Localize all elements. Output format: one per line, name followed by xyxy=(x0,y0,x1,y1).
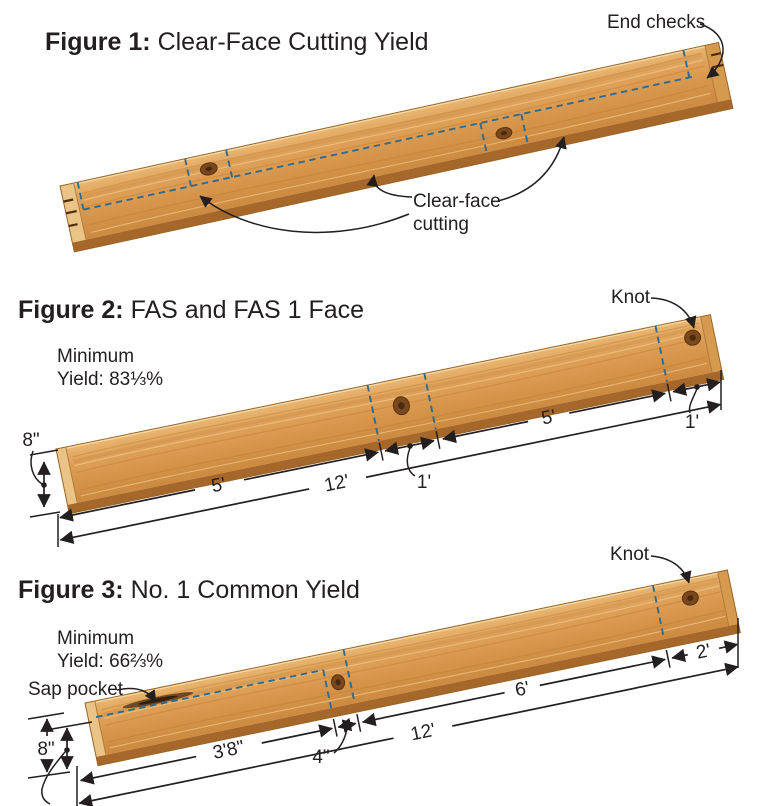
figure1-title: Figure 1:Clear-Face Cutting Yield xyxy=(45,28,429,56)
clear-face-cutting-lines xyxy=(76,49,694,211)
leader-dot xyxy=(694,384,700,390)
figure3-dim-end: 2' xyxy=(694,640,712,663)
leader-dot xyxy=(64,747,70,753)
wood-grain xyxy=(72,322,708,497)
knot xyxy=(199,162,218,176)
figure3-board: 3'8" 6' 2' 12' xyxy=(78,569,741,806)
figure2-dim-seg2: 5' xyxy=(540,406,558,429)
knot xyxy=(331,674,346,691)
board-end-face-left xyxy=(85,700,106,757)
figure1-title-prefix: Figure 1: xyxy=(45,28,151,56)
knot xyxy=(681,590,699,606)
figure2-dim-height: 8" xyxy=(22,430,39,451)
figure2-min-yield-line1: Minimum xyxy=(57,346,134,367)
figure3-dim-total: 12' xyxy=(409,720,438,746)
figure2-knot-dim-leader xyxy=(406,447,416,477)
figure2-dim-total: 12' xyxy=(322,471,350,497)
figure2-title-text: FAS and FAS 1 Face xyxy=(131,296,364,324)
figure3-dimension-row-upper: 3'8" 6' 2' xyxy=(79,640,739,785)
figure3-title-prefix: Figure 3: xyxy=(18,576,124,604)
board-end-face-right xyxy=(717,569,739,626)
figure3-knot-label: Knot xyxy=(610,544,650,565)
figure2-dim-knot: 1' xyxy=(417,472,431,493)
board-edge xyxy=(72,99,733,252)
figure3-dim-seg2: 6' xyxy=(513,678,531,701)
knot xyxy=(495,127,513,140)
knot xyxy=(392,396,410,416)
figure3-dim-height: 8" xyxy=(37,739,54,760)
figure2-dimension-row-upper: 5' 5' xyxy=(59,378,721,522)
figure2-knot-leader-arrow xyxy=(650,297,697,329)
end-checks-leader-arrow xyxy=(699,23,724,79)
figure2-title-prefix: Figure 2: xyxy=(18,296,124,324)
figure2-dim-end: 1' xyxy=(685,412,699,433)
wood-grain xyxy=(81,52,711,234)
clear-face-leader-right-arrow xyxy=(497,136,567,202)
knot xyxy=(684,329,702,346)
clear-face-leader-left-arrow xyxy=(199,195,410,234)
figure3-height-dimension: 8" xyxy=(27,712,93,805)
figure3-dim-knot: 4" xyxy=(312,747,329,768)
clear-face-leader-mid-arrow xyxy=(366,174,413,198)
figure1-board xyxy=(59,41,734,253)
leader-dot xyxy=(344,722,350,728)
figure3-title: Figure 3:No. 1 Common Yield xyxy=(18,576,360,604)
figure3-sap-pocket-leader-arrow xyxy=(116,687,157,703)
figure3-dimension-row-total: 12' xyxy=(78,662,739,806)
figure2-board: 5' 5' 12' xyxy=(55,314,725,545)
end-checks-label: End checks xyxy=(607,12,705,33)
figure3-title-text: No. 1 Common Yield xyxy=(131,576,360,604)
wood-grain xyxy=(101,577,726,749)
clear-face-cutting-label-line1: Clear-face xyxy=(413,191,501,212)
figure3-sap-pocket-label: Sap pocket xyxy=(28,679,124,700)
figure2-min-yield-line2: Yield: 83⅓% xyxy=(57,369,163,390)
figure2-dim-seg1: 5' xyxy=(210,474,228,497)
board-end-face-right xyxy=(700,314,722,373)
board-edge xyxy=(96,623,741,766)
board-end-face-left xyxy=(56,446,78,505)
leader-dot xyxy=(41,482,47,488)
figure3-min-yield-line1: Minimum xyxy=(57,628,134,649)
figure2-knot-label: Knot xyxy=(611,287,651,308)
end-checks-left xyxy=(63,198,78,228)
figure2-title: Figure 2:FAS and FAS 1 Face xyxy=(18,296,364,324)
figure2-end-dim-leader xyxy=(688,388,698,414)
figure3-knot-dim-leader xyxy=(333,726,348,754)
figure3-min-yield-line2: Yield: 66⅔% xyxy=(57,651,163,672)
clear-face-cutting-label-line2: cutting xyxy=(413,214,469,235)
figure1-title-text: Clear-Face Cutting Yield xyxy=(158,28,429,56)
figure2-height-dimension: 8" xyxy=(22,430,61,518)
figure2-dimension-row-total: 12' xyxy=(59,400,722,545)
figure3-knot-leader-arrow xyxy=(650,555,692,584)
leader-dot xyxy=(407,443,413,449)
